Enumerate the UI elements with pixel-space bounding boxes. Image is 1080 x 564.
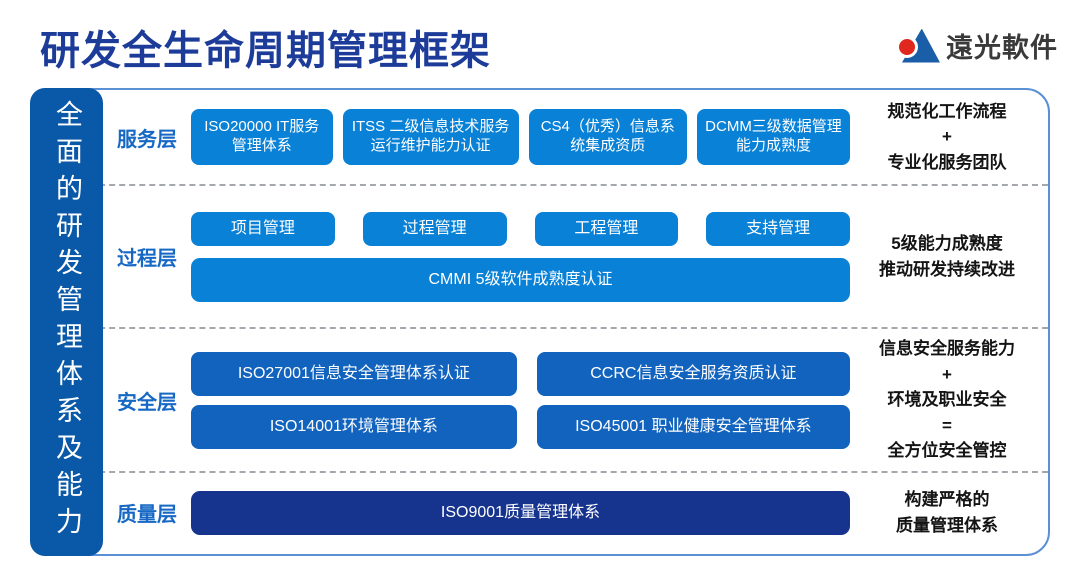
- company-logo-text: 遠光軟件: [946, 33, 1058, 63]
- cert-box-iso27001: ISO27001信息安全管理体系认证: [191, 351, 517, 396]
- sidebar-banner-label: 全面的研发管理体系及能力: [52, 100, 82, 544]
- company-logo-icon: [896, 27, 940, 65]
- layer-service-content: ISO20000 IT服务管理体系 ITSS 二级信息技术服务运行维护能力认证 …: [191, 109, 851, 165]
- circle-icon: [896, 35, 918, 58]
- layer-service-label: 服务层: [117, 128, 177, 151]
- layer-process: 过程层 项目管理 过程管理 工程管理 支持管理 CMMI 5级软件成熟度认证 5…: [59, 186, 1048, 329]
- cert-box-cs4: CS4（优秀）信息系统集成资质: [528, 109, 687, 165]
- cert-box-iso14001: ISO14001环境管理体系: [191, 404, 517, 449]
- process-box-engineering: 工程管理: [534, 211, 679, 246]
- layer-quality-note: 构建严格的 质量管理体系: [896, 490, 998, 535]
- layer-process-content: 项目管理 过程管理 工程管理 支持管理 CMMI 5级软件成熟度认证: [191, 211, 850, 302]
- layer-security-label: 安全层: [117, 391, 177, 414]
- framework-panel: 服务层 ISO20000 IT服务管理体系 ITSS 二级信息技术服务运行维护能…: [57, 88, 1050, 556]
- process-box-process: 过程管理: [362, 211, 507, 246]
- layer-quality-content: ISO9001质量管理体系: [191, 490, 850, 535]
- cert-box-itss: ITSS 二级信息技术服务运行维护能力认证: [342, 109, 519, 165]
- cert-box-cmmi: CMMI 5级软件成熟度认证: [191, 257, 850, 302]
- cert-box-ccrc: CCRC信息安全服务资质认证: [536, 351, 850, 396]
- cert-box-iso45001: ISO45001 职业健康安全管理体系: [536, 404, 850, 449]
- process-box-support: 支持管理: [706, 211, 850, 246]
- sidebar-banner: 全面的研发管理体系及能力: [30, 88, 103, 556]
- page-title: 研发全生命周期管理框架: [40, 29, 491, 73]
- layer-security-note: 信息安全服务能力 + 环境及职业安全 = 全方位安全管控: [879, 339, 1015, 461]
- cert-box-iso20000: ISO20000 IT服务管理体系: [191, 109, 333, 165]
- layer-security: 安全层 ISO27001信息安全管理体系认证 CCRC信息安全服务资质认证 IS…: [59, 329, 1048, 473]
- process-box-project: 项目管理: [191, 211, 335, 246]
- layer-service: 服务层 ISO20000 IT服务管理体系 ITSS 二级信息技术服务运行维护能…: [59, 90, 1048, 186]
- layer-process-label: 过程层: [117, 248, 177, 270]
- layer-quality: 质量层 ISO9001质量管理体系 构建严格的 质量管理体系: [59, 473, 1048, 552]
- layer-service-note: 规范化工作流程 + 专业化服务团队: [887, 101, 1007, 172]
- layer-quality-label: 质量层: [117, 504, 177, 526]
- layer-process-note: 5级能力成熟度 推动研发持续改进: [879, 234, 1015, 279]
- cert-box-iso9001: ISO9001质量管理体系: [191, 490, 850, 535]
- layer-security-content: ISO27001信息安全管理体系认证 CCRC信息安全服务资质认证 ISO140…: [191, 351, 850, 449]
- company-logo: 遠光軟件: [896, 26, 1058, 65]
- cert-box-dcmm: DCMM三级数据管理能力成熟度: [696, 109, 851, 165]
